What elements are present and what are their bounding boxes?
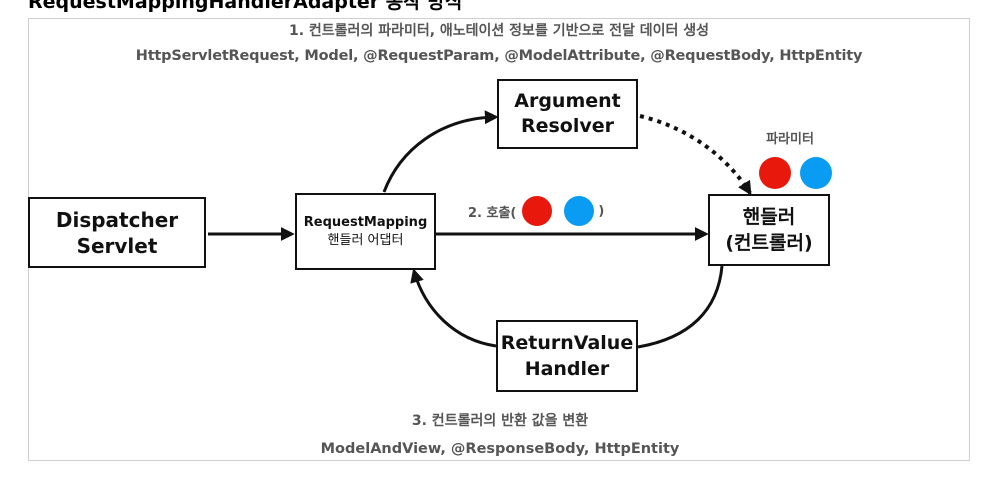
arrow-handler-to-return-value-handler <box>637 265 724 349</box>
step1-types: HttpServletRequest, Model, @RequestParam… <box>135 48 863 64</box>
handler-line1: 핸들러 <box>742 206 796 228</box>
argument-resolver-line1: Argument <box>514 90 621 112</box>
blue-parameter-dot <box>800 157 832 189</box>
adapter-line2: 핸들러 어댑터 <box>327 232 404 248</box>
step2-suffix: ) <box>598 203 605 219</box>
red-argument-dot <box>522 196 553 226</box>
handler-controller-box: 핸들러 (컨트롤러) <box>708 194 830 266</box>
arrow-argument-resolver-to-handler <box>639 114 752 196</box>
return-value-line2: Handler <box>524 358 610 380</box>
argument-resolver-box: Argument Resolver <box>497 79 638 149</box>
arrow-adapter-to-argument-resolver <box>382 110 499 193</box>
page-heading: RequestMappingHandlerAdapter 동작 방식 <box>28 0 463 13</box>
argument-resolver-line2: Resolver <box>520 115 615 137</box>
step2-call-label: 2. 호출( ) <box>468 196 604 226</box>
adapter-line1: RequestMapping <box>303 214 428 230</box>
blue-argument-dot <box>564 196 595 226</box>
step1-title: 1. 컨트롤러의 파라미터, 애노테이션 정보를 기반으로 전달 데이터 생성 <box>288 23 709 39</box>
return-value-line1: ReturnValue <box>500 332 634 354</box>
parameter-label: 파라미터 <box>766 132 814 147</box>
handler-adapter-box: RequestMapping 핸들러 어댑터 <box>295 193 436 270</box>
step3-types: ModelAndView, @ResponseBody, HttpEntity <box>320 441 680 457</box>
return-value-handler-box: ReturnValue Handler <box>496 320 638 392</box>
step3-title: 3. 컨트롤러의 반환 값을 변환 <box>411 413 589 429</box>
red-parameter-dot <box>759 157 791 189</box>
step2-prefix: 2. 호출( <box>468 205 517 221</box>
dispatcher-line2: Servlet <box>76 233 158 258</box>
arrow-return-value-handler-to-adapter <box>410 268 497 348</box>
handler-line2: (컨트롤러) <box>725 232 813 254</box>
dispatcher-servlet-box: Dispatcher Servlet <box>28 197 206 268</box>
dispatcher-line1: Dispatcher <box>55 207 179 232</box>
